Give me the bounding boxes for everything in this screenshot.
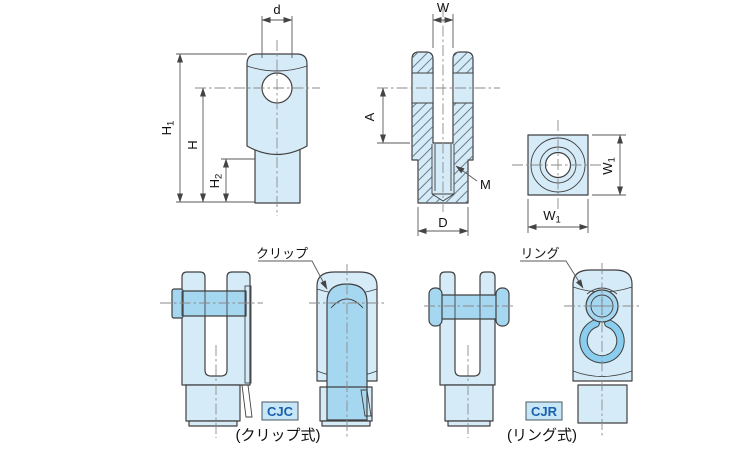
clevis-pin <box>173 290 247 317</box>
knuckle-rod <box>254 150 301 204</box>
clevis-body <box>439 271 496 386</box>
view-bottom-square <box>512 120 604 209</box>
dimension-big-d: D <box>417 207 469 236</box>
dim-h2-label: H2 <box>207 174 225 189</box>
dimension-a: A <box>362 87 410 144</box>
dim-m-label: M <box>480 177 491 192</box>
view-knuckle-side <box>195 40 320 216</box>
cjr-badge-box <box>525 401 563 421</box>
view-cjr-front <box>424 271 514 438</box>
dim-w1-right-label: W1 <box>600 157 618 175</box>
view-cjc-side <box>309 264 386 438</box>
pin-end-left <box>428 287 443 327</box>
cjc-caption: (クリップ式) <box>236 427 321 444</box>
clip-callout-label: クリップ <box>256 246 308 261</box>
rod-base <box>447 420 491 427</box>
dimension-w: W <box>432 0 454 48</box>
clevis-rod <box>185 384 241 422</box>
cjc-badge-box <box>261 401 299 421</box>
view-cjr-side <box>564 263 641 438</box>
dim-big-d-label: D <box>438 215 447 230</box>
cjr-caption: (リング式) <box>507 427 577 444</box>
dim-d-label: d <box>273 2 280 17</box>
cjr-badge-label: CJR <box>531 404 558 419</box>
clip-edge <box>244 285 252 384</box>
rod <box>577 384 628 424</box>
cjr-badge: CJR (リング式) <box>507 401 577 444</box>
head-top-arc <box>246 65 308 72</box>
dim-h-label: H <box>185 140 200 149</box>
cjc-badge: CJC (クリップ式) <box>236 401 321 444</box>
dimension-w1-right: W1 <box>592 134 626 196</box>
callout-m-thread: M <box>455 165 491 192</box>
dim-w1-bottom-label: W1 <box>543 208 561 226</box>
rod-base <box>321 420 371 427</box>
pin-head <box>171 288 184 319</box>
dimension-h2: H2 <box>207 158 255 203</box>
dimension-h1: H1 <box>159 53 255 203</box>
dim-w-label: W <box>437 0 450 15</box>
view-cjc-front <box>160 271 263 438</box>
dimension-d: d <box>261 2 293 58</box>
rod-base <box>188 420 238 427</box>
dimension-w1-bottom: W1 <box>527 199 589 233</box>
clip-leg <box>241 384 253 418</box>
dim-a-label: A <box>362 112 377 121</box>
clip-leg <box>360 389 372 417</box>
clevis-rod <box>444 384 494 422</box>
dimension-h: H <box>185 87 206 203</box>
retaining-ring <box>580 320 624 363</box>
clevis-pin <box>440 294 498 320</box>
pin-end-right <box>495 287 510 327</box>
view-clevis-section <box>377 6 500 212</box>
callout-ring: リング <box>520 246 584 289</box>
ring-callout-label: リング <box>520 246 559 261</box>
cjc-badge-label: CJC <box>267 404 294 419</box>
callout-clip: クリップ <box>256 246 328 290</box>
dim-h1-label: H1 <box>159 121 177 136</box>
